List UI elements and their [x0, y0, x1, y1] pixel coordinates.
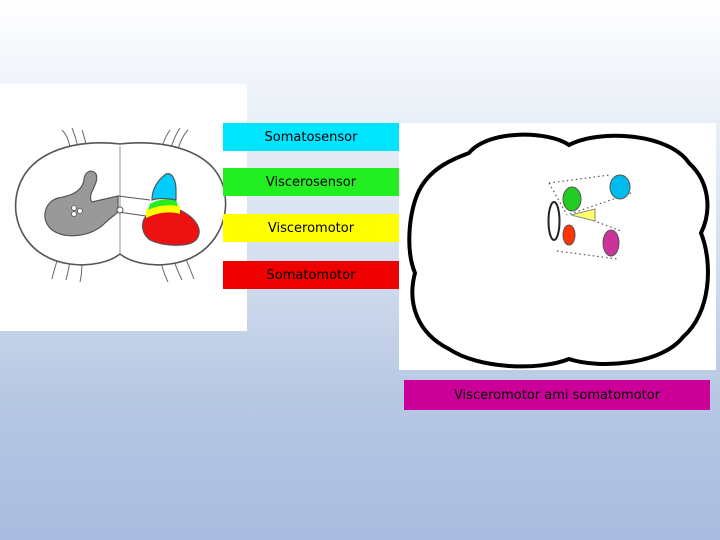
viscerosensor-nucleus: [562, 186, 582, 212]
somatosensor-nucleus: [609, 174, 631, 200]
brainstem-outline-icon: [407, 132, 710, 369]
label-visceromotor: Visceromotor: [223, 214, 399, 242]
brainstem-figure: [399, 123, 716, 370]
gray-matter-right-somatosensor: [151, 173, 177, 201]
midline-oval: [547, 201, 561, 241]
label-somatosensor: Somatosensor: [223, 123, 399, 151]
brainstem-outline: [407, 132, 710, 369]
white-matter-outline: [14, 142, 227, 266]
central-canal-icon: [116, 206, 124, 214]
combined-nucleus: [602, 229, 620, 257]
gray-matter-right-visceromotor: [146, 203, 180, 218]
label-viscerosensor: Viscerosensor: [223, 168, 399, 196]
label-somatomotor: Somatomotor: [223, 261, 399, 289]
spinal-cord-figure: [0, 84, 247, 331]
label-combined: Visceromotor ami somatomotor: [404, 380, 710, 410]
somatomotor-nucleus: [562, 224, 576, 246]
spinal-cord-cross-section-icon: [14, 127, 227, 283]
gray-matter-left: [44, 170, 119, 237]
visceromotor-triangle: [570, 208, 596, 222]
gray-matter-right-viscerosensor: [148, 199, 178, 210]
